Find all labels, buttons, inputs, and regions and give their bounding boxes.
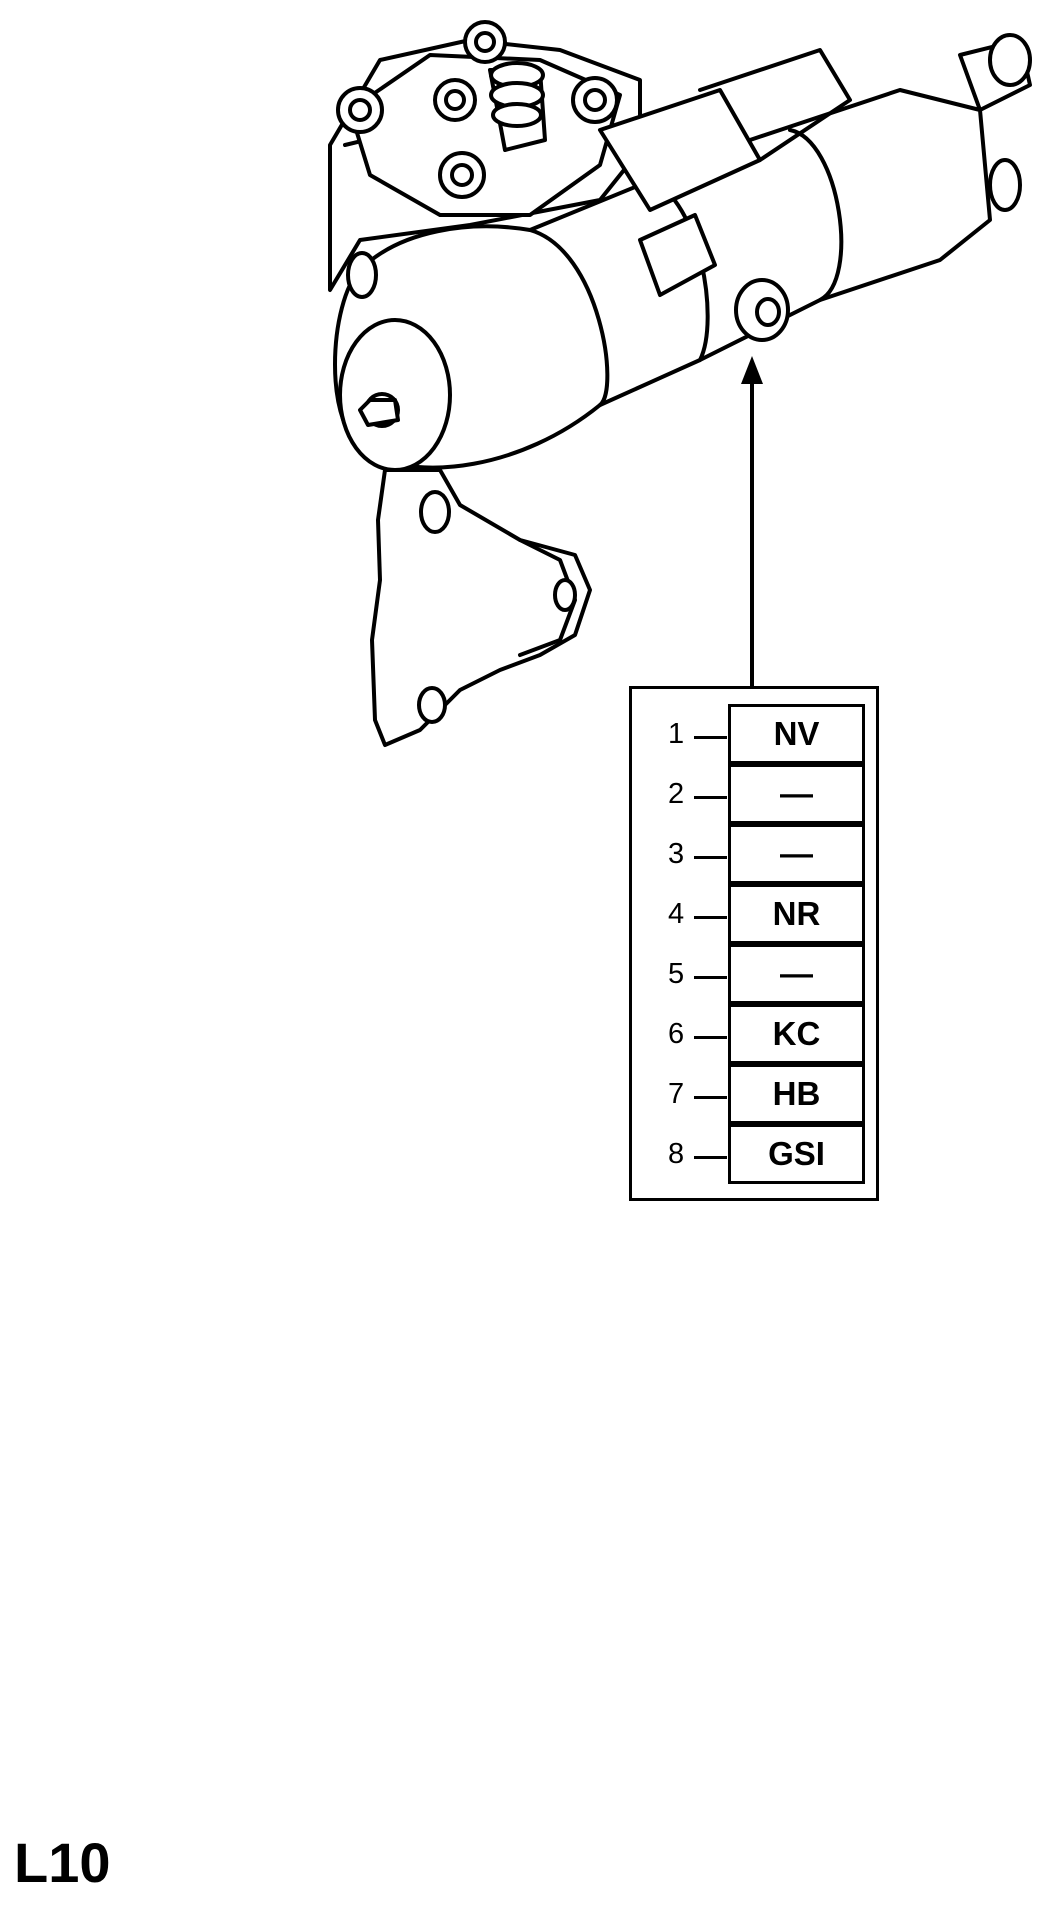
code-cell: — <box>728 824 865 884</box>
row-number: 8 <box>668 1138 685 1170</box>
row-number: 3 <box>668 838 685 870</box>
table-row: 1 NV <box>632 704 876 764</box>
row-number: 7 <box>668 1078 685 1110</box>
code-cell: HB <box>728 1064 865 1124</box>
code-cell: — <box>728 764 865 824</box>
code-cell: KC <box>728 1004 865 1064</box>
leader-line <box>694 1036 727 1039</box>
row-number: 2 <box>668 778 685 810</box>
leader-line <box>694 736 727 739</box>
code-cell: GSI <box>728 1124 865 1184</box>
table-row: 2 — <box>632 764 876 824</box>
row-number: 1 <box>668 718 685 750</box>
code-table: 1 NV 2 — 3 — 4 NR 5 — 6 KC <box>629 686 879 1201</box>
leader-line <box>694 1156 727 1159</box>
table-row: 7 HB <box>632 1064 876 1124</box>
table-row: 5 — <box>632 944 876 1004</box>
leader-line <box>694 856 727 859</box>
callout-arrow-head <box>741 356 763 384</box>
steering-gear-drawing <box>328 20 1032 747</box>
bolt-icon <box>336 20 619 199</box>
code-cell: NV <box>728 704 865 764</box>
table-row: 4 NR <box>632 884 876 944</box>
leader-line <box>694 976 727 979</box>
code-cell: NR <box>728 884 865 944</box>
row-number: 4 <box>668 898 685 930</box>
table-row: 8 GSI <box>632 1124 876 1184</box>
row-number: 5 <box>668 958 685 990</box>
cover-plate <box>348 53 622 217</box>
leader-line <box>694 1096 727 1099</box>
mounting-bracket <box>370 468 592 747</box>
page-code: L10 <box>14 1831 111 1894</box>
row-number: 6 <box>668 1018 685 1050</box>
table-row: 3 — <box>632 824 876 884</box>
leader-line <box>694 796 727 799</box>
leader-line <box>694 916 727 919</box>
table-row: 6 KC <box>632 1004 876 1064</box>
code-cell: — <box>728 944 865 1004</box>
